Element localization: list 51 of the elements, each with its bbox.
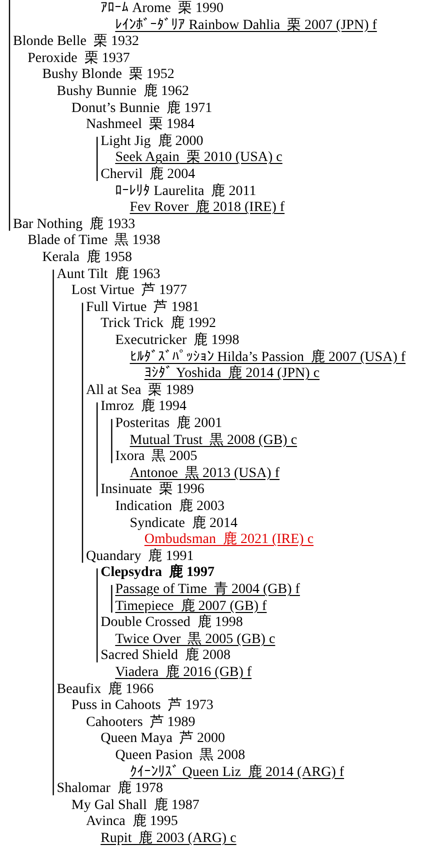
horse-entry: Queen Maya 芦 2000 — [100, 731, 226, 748]
horse-entry: Posteritas 鹿 2001 — [115, 416, 222, 432]
horse-entry: Avinca 鹿 1995 — [86, 814, 178, 830]
horse-entry: Blade of Time 黒 1938 — [28, 233, 160, 250]
horse-entry: Puss in Cahoots 芦 1973 — [71, 698, 214, 714]
horse-entry: Peroxide 栗 1937 — [28, 50, 130, 67]
horse-entry: Ixora 黒 2005 — [115, 449, 198, 466]
horse-entry: Seek Again 栗 2010 (USA) c — [115, 150, 282, 166]
horse-entry: Fev Rover 鹿 2018 (IRE) f — [130, 200, 285, 216]
horse-entry: Lost Virtue 芦 1977 — [71, 283, 187, 300]
horse-entry: ﾋﾙﾀﾞｽﾞﾊﾟｯｼｮﾝ Hilda’s Passion 鹿 2007 (USA) f — [130, 350, 406, 366]
horse-entry: Cahooters 芦 1989 — [86, 714, 196, 731]
horse-entry: Queen Pasion 黒 2008 — [115, 748, 246, 764]
horse-entry: Aunt Tilt 鹿 1963 — [56, 266, 160, 283]
horse-entry: My Gal Shall 鹿 1987 — [71, 798, 200, 814]
horse-entry: Mutual Trust 黒 2008 (GB) c — [130, 432, 298, 449]
horse-entry: Double Crossed 鹿 1998 — [100, 615, 243, 632]
horse-entry: ｸｲｰﾝﾘｽﾞ Queen Liz 鹿 2014 (ARG) f — [130, 764, 344, 781]
horse-entry: Beaufix 鹿 1966 — [56, 682, 154, 698]
horse-entry: Insinuate 栗 1996 — [100, 482, 204, 498]
horse-entry: Quandary 鹿 1991 — [86, 548, 194, 565]
horse-entry: Twice Over 黒 2005 (GB) c — [115, 632, 276, 648]
horse-entry: Passage of Time 青 2004 (GB) f — [115, 582, 300, 598]
horse-entry: Rupit 鹿 2003 (ARG) c — [100, 831, 236, 847]
horse-entry: ﾚｲﾝﾎﾞｰﾀﾞﾘｱ Rainbow Dahlia 栗 2007 (JPN) f — [115, 18, 377, 34]
horse-entry: Bushy Bunnie 鹿 1962 — [56, 84, 190, 100]
horse-entry: Bar Nothing 鹿 1933 — [13, 216, 136, 233]
horse-entry: Viadera 鹿 2016 (GB) f — [115, 665, 252, 681]
horse-entry: Nashmeel 栗 1984 — [86, 117, 194, 134]
horse-entry: Sacred Shield 鹿 2008 — [100, 648, 230, 664]
horse-entry: Executricker 鹿 1998 — [115, 333, 240, 349]
horse-entry: Trick Trick 鹿 1992 — [100, 316, 216, 332]
horse-entry: Full Virtue 芦 1981 — [86, 300, 200, 316]
horse-entry: Blonde Belle 栗 1932 — [13, 34, 139, 50]
horse-entry: Ombudsman 鹿 2021 (IRE) c — [144, 532, 314, 548]
horse-entry: Light Jig 鹿 2000 — [100, 134, 204, 150]
horse-entry: Antonoe 黒 2013 (USA) f — [130, 466, 280, 482]
horse-entry: Syndicate 鹿 2014 — [130, 516, 238, 532]
horse-entry: Shalomar 鹿 1978 — [56, 781, 163, 798]
horse-entry: Donut’s Bunnie 鹿 1971 — [71, 100, 212, 117]
horse-entry: ﾖｼﾀﾞ Yoshida 鹿 2014 (JPN) c — [144, 366, 320, 382]
horse-entry: Chervil 鹿 2004 — [100, 167, 196, 183]
horse-entry: ﾛｰﾚﾘﾀ Laurelita 鹿 2011 — [115, 184, 256, 200]
horse-entry: Timepiece 鹿 2007 (GB) f — [115, 598, 267, 615]
horse-entry: Bushy Blonde 栗 1952 — [42, 67, 174, 84]
horse-entry: Imroz 鹿 1994 — [100, 399, 187, 416]
horse-entry: All at Sea 栗 1989 — [86, 382, 194, 399]
horse-entry: Indication 鹿 2003 — [115, 499, 224, 515]
horse-entry: Clepsydra 鹿 1997 — [100, 565, 215, 582]
horse-entry: Kerala 鹿 1958 — [42, 250, 132, 266]
horse-entry: ｱﾛｰﾑ Arome 栗 1990 — [100, 1, 224, 17]
